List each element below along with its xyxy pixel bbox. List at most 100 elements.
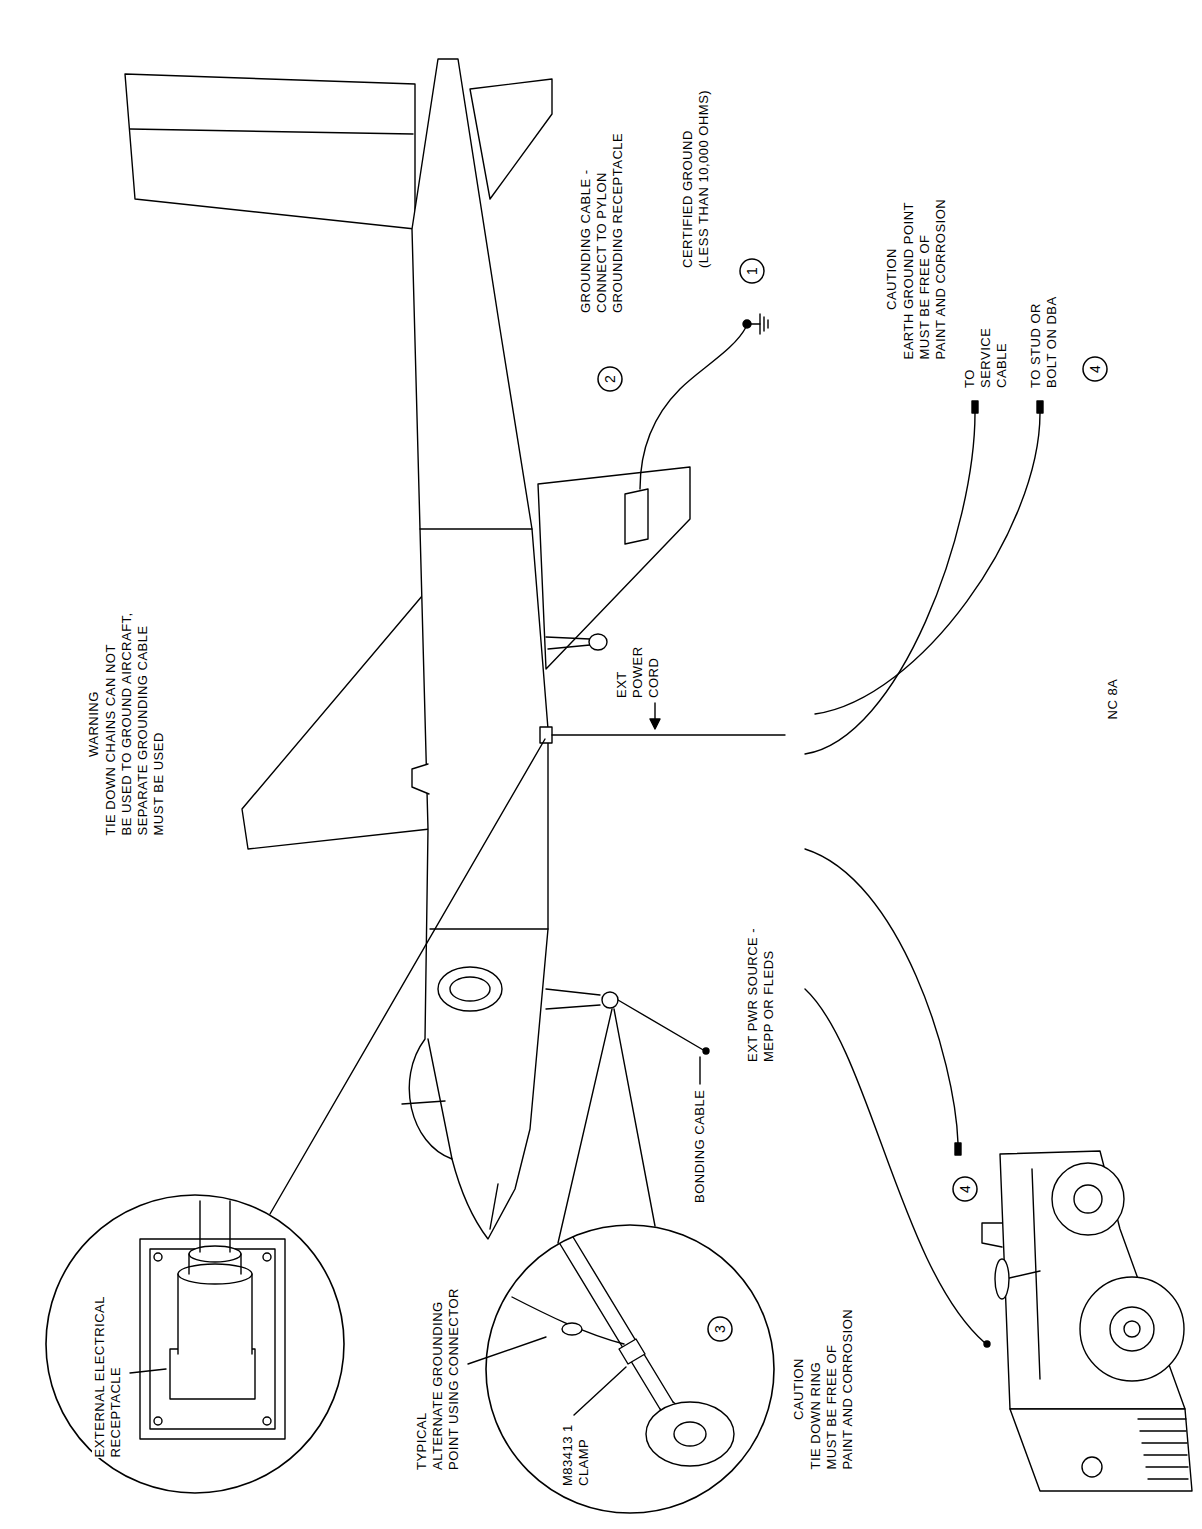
aircraft xyxy=(430,928,548,929)
callout-number: 4 xyxy=(957,1185,973,1193)
caution-heading: CAUTION xyxy=(791,1357,807,1421)
power-cart xyxy=(1146,1466,1188,1467)
view-leader-lines xyxy=(270,739,545,1214)
text-line: CERTIFIED GROUND xyxy=(680,130,695,268)
callout-outline xyxy=(740,259,764,283)
power-cord xyxy=(552,734,785,735)
text-line: MUST BE USED xyxy=(151,732,166,835)
aircraft xyxy=(125,74,415,229)
receptacle-detail xyxy=(140,1239,285,1439)
text-line: (LESS THAN 10,000 OHMS) xyxy=(696,90,711,268)
text-line: CLAMP xyxy=(576,1439,591,1486)
aircraft xyxy=(420,528,532,529)
aircraft xyxy=(428,1039,452,1159)
gear-detail xyxy=(573,1237,673,1402)
gear-detail xyxy=(512,1297,624,1344)
power-cart xyxy=(1032,1169,1040,1379)
callout-outline xyxy=(708,1317,732,1341)
callout-circle: 2 xyxy=(597,366,623,392)
power-cart xyxy=(1000,1151,1185,1409)
callout-number: 4 xyxy=(1087,365,1103,373)
text-line: POINT USING CONNECTOR xyxy=(446,1288,461,1470)
cable-label: BONDING CABLE xyxy=(692,1089,708,1204)
bonding-cable xyxy=(703,1048,709,1054)
view-leader-lines xyxy=(558,1009,612,1243)
power-cart xyxy=(1142,1442,1187,1443)
text-line: PAINT AND CORROSION xyxy=(840,1309,855,1470)
aircraft xyxy=(589,634,607,650)
service-cables xyxy=(815,413,1040,714)
callout-number: 3 xyxy=(712,1325,728,1333)
text-line: GROUNDING RECEPTACLE xyxy=(610,133,625,313)
grounding-cable xyxy=(640,314,768,489)
text-line: SERVICE xyxy=(978,328,993,388)
text-line: CONNECT TO PYLON xyxy=(594,172,609,313)
caution-heading: CAUTION xyxy=(884,247,900,311)
receptacle-detail xyxy=(189,1246,241,1262)
power-cart xyxy=(982,1223,1002,1247)
text-line: TO STUD OR xyxy=(1028,303,1043,388)
aircraft xyxy=(546,1005,600,1009)
text-line: CABLE xyxy=(994,343,1009,388)
service-cables xyxy=(984,1341,990,1347)
receptacle-detail xyxy=(130,1369,166,1373)
text-line: TIE DOWN CHAINS CAN NOT xyxy=(103,644,118,835)
text-line: ALTERNATE GROUNDING xyxy=(430,1301,445,1470)
grounding-cable xyxy=(767,320,768,328)
callout-outline xyxy=(598,367,622,391)
receptacle-detail xyxy=(229,1201,230,1252)
receptacle-detail xyxy=(240,1254,241,1274)
text-line: MEPP OR FLEDS xyxy=(761,950,776,1062)
receptacle-detail xyxy=(199,1201,200,1252)
callout-number: 1 xyxy=(744,267,760,275)
service-cables xyxy=(805,413,975,754)
text-line: M83413 1 xyxy=(560,1424,575,1486)
callout-circle: 4 xyxy=(1082,356,1108,382)
aircraft xyxy=(538,467,690,669)
grounding-cable xyxy=(763,317,764,331)
power-cart xyxy=(1124,1321,1140,1337)
receptacle-detail xyxy=(130,1201,285,1439)
warning-note: TIE DOWN CHAINS CAN NOT BE USED TO GROUN… xyxy=(103,611,167,836)
cord-label: EXT POWER CORD xyxy=(614,645,662,699)
power-cart xyxy=(1005,1271,1040,1279)
gear-detail xyxy=(468,1237,734,1466)
text-line: EARTH GROUND POINT xyxy=(901,202,916,360)
gear-detail xyxy=(560,1244,660,1409)
text-line: EXTERNAL ELECTRICAL xyxy=(92,1296,107,1457)
text-line: TIE DOWN RING xyxy=(808,1362,823,1470)
power-cart xyxy=(1144,1454,1187,1455)
power-cart xyxy=(995,1259,1009,1299)
service-cables xyxy=(805,849,958,1143)
inset-outline xyxy=(45,1194,345,1494)
grounding-cable xyxy=(750,323,760,324)
receptacle-detail xyxy=(154,1253,162,1261)
bonding-cable xyxy=(618,1000,705,1051)
aircraft xyxy=(438,967,502,1011)
aircraft xyxy=(409,59,548,1239)
view-leader-lines xyxy=(270,739,655,1243)
aircraft xyxy=(490,1184,498,1229)
caution-note: TIE DOWN RING MUST BE FREE OF PAINT AND … xyxy=(808,1308,856,1471)
ground-label: CERTIFIED GROUND (LESS THAN 10,000 OHMS) xyxy=(680,89,712,269)
part-label: M83413 1 CLAMP xyxy=(560,1423,592,1487)
gear-detail xyxy=(646,1402,734,1466)
gear-detail xyxy=(674,1422,706,1446)
aircraft xyxy=(540,727,552,743)
caution-note: EARTH GROUND POINT MUST BE FREE OF PAINT… xyxy=(901,198,949,361)
inset-outline xyxy=(485,1224,775,1514)
text-line: TYPICAL xyxy=(414,1412,429,1470)
receptacle-detail xyxy=(188,1254,189,1274)
text-line: RECEPTACLE xyxy=(108,1367,123,1458)
callout-circle: 1 xyxy=(739,258,765,284)
aircraft xyxy=(412,764,429,794)
power-cord xyxy=(552,703,785,735)
grounding-cable xyxy=(640,327,746,489)
text-line: BE USED TO GROUND AIRCRAFT, xyxy=(119,612,134,835)
service-cables xyxy=(1037,401,1043,413)
callout-number: 2 xyxy=(602,375,618,383)
aircraft xyxy=(625,489,648,544)
view-leader-lines xyxy=(614,1009,655,1226)
source-label: EXT PWR SOURCE - MEPP OR FLEDS xyxy=(745,927,777,1063)
